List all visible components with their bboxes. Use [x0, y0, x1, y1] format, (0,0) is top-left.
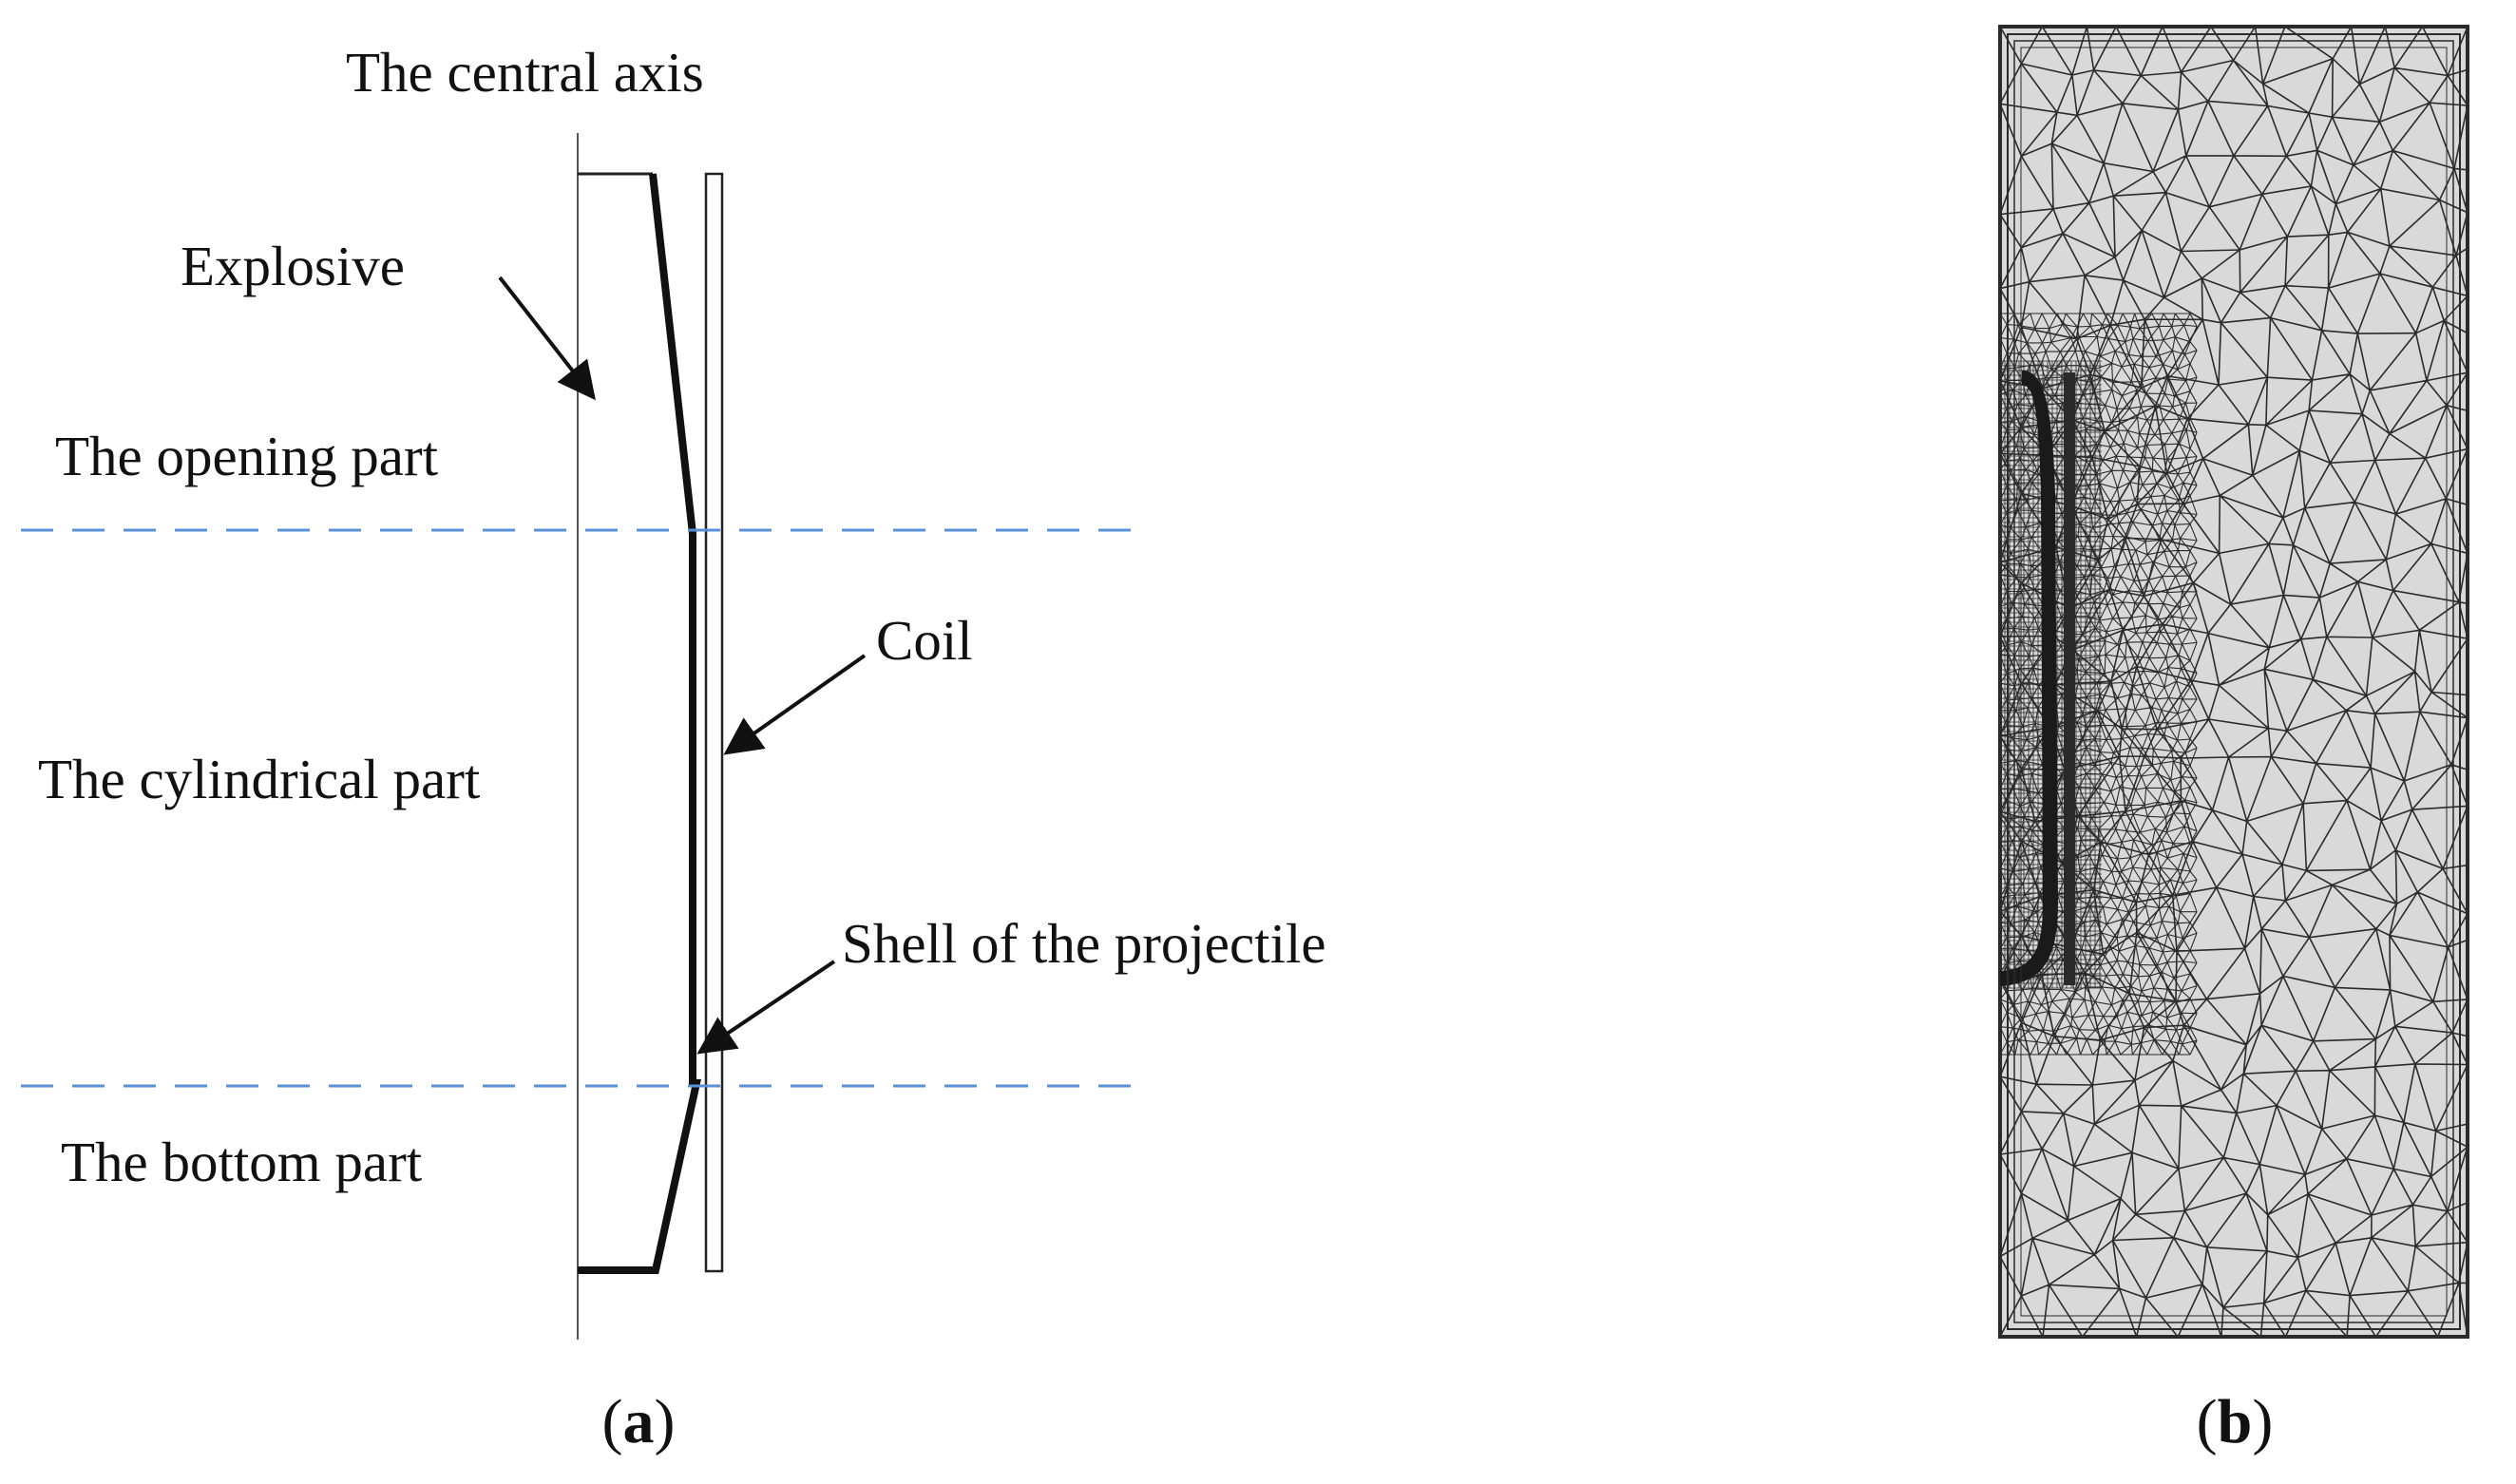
coil-rect: [704, 172, 724, 1273]
mesh-border-inner-2: [2013, 40, 2454, 1323]
panel-a: The central axis Explosive The opening p…: [21, 41, 1326, 1456]
opening-part-label: The opening part: [55, 425, 439, 487]
shell-arrow: [696, 960, 836, 1055]
explosive-label: Explosive: [181, 235, 405, 297]
mesh-border-inner-3: [2020, 47, 2448, 1317]
shell-mesh-silhouette: [2000, 371, 2058, 986]
bottom-part-label: The bottom part: [61, 1131, 423, 1193]
panel-a-caption: (a): [602, 1387, 676, 1456]
panel-b: (b): [1998, 25, 2469, 1456]
mesh-lines-path: [2000, 27, 2468, 1337]
mesh-lines: [2000, 27, 2468, 1337]
coil-arrow: [723, 654, 867, 755]
explosive-arrow: [498, 276, 596, 401]
shell-label: Shell of the projectile: [842, 912, 1326, 975]
central-axis-label: The central axis: [346, 41, 704, 104]
panel-b-letter: b: [2218, 1387, 2253, 1456]
panel-b-caption: (b): [2197, 1387, 2274, 1456]
cylindrical-part-label: The cylindrical part: [38, 748, 481, 810]
shell-profile: [578, 173, 701, 1274]
mesh-border-inner-1: [2007, 33, 2461, 1330]
coil-label: Coil: [876, 609, 973, 672]
mesh-refinement-zone: [2000, 313, 2198, 1056]
coil-mesh-silhouette: [2064, 372, 2075, 985]
panel-a-letter: a: [623, 1387, 655, 1456]
